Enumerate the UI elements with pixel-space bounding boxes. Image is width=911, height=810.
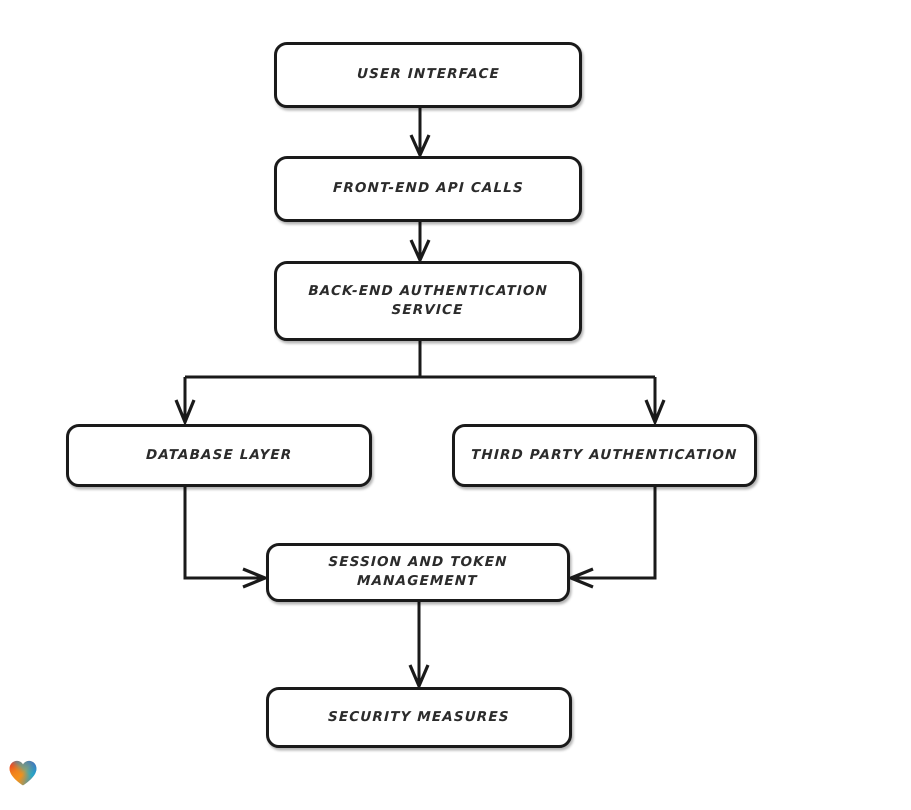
node-label: Session and Token Management: [328, 554, 509, 590]
node-frontend-api-calls[interactable]: Front-End API Calls: [274, 156, 582, 222]
node-database-layer[interactable]: Database Layer: [66, 424, 372, 487]
node-session-token-management[interactable]: Session and Token Management: [266, 543, 570, 602]
node-third-party-auth[interactable]: Third Party Authentication: [452, 424, 757, 487]
edge-ui-to-api: [409, 108, 431, 159]
edge-db-to-session: [183, 487, 270, 589]
node-user-interface[interactable]: User Interface: [274, 42, 582, 108]
node-label: Database Layer: [145, 446, 293, 463]
node-label: Third Party Authentication: [471, 446, 739, 463]
edge-session-to-security: [408, 602, 430, 691]
node-backend-auth-service[interactable]: Back-End Authentication Service: [274, 261, 582, 341]
node-security-measures[interactable]: Security Measures: [266, 687, 572, 748]
node-label: Back-End Authentication Service: [308, 282, 549, 318]
heart-icon: [9, 760, 37, 786]
node-label: Security Measures: [327, 708, 511, 725]
node-label: User Interface: [356, 66, 500, 83]
edge-backend-to-third: [644, 377, 666, 427]
edge-third-to-session: [566, 487, 657, 589]
node-label: Front-End API Calls: [332, 180, 524, 197]
edge-api-to-backend: [409, 222, 431, 264]
edge-backend-to-db: [174, 377, 196, 427]
edge-fork-bus: [185, 341, 655, 379]
